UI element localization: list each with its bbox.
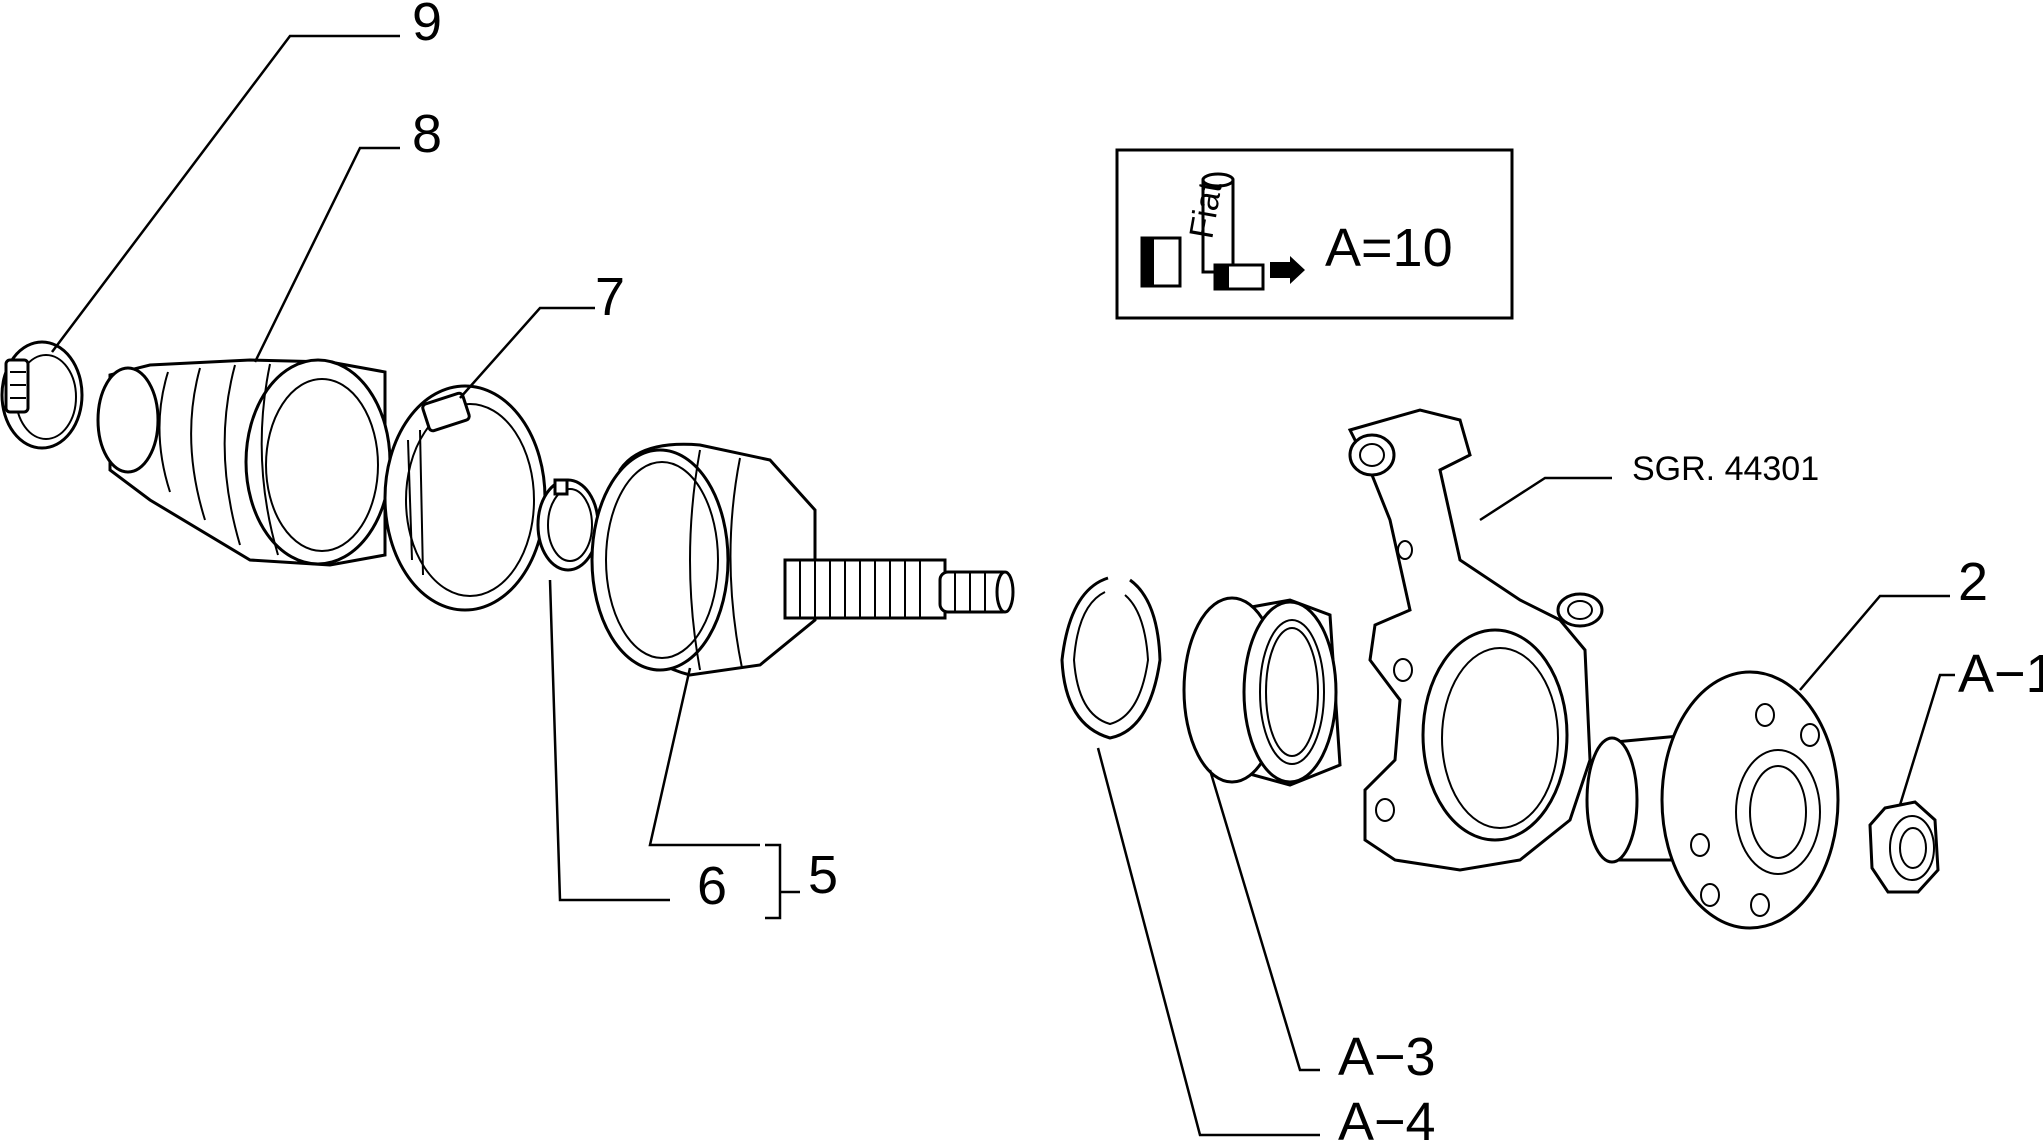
callout-a3: A−3 xyxy=(1338,1027,1436,1087)
part-2-hub xyxy=(1585,670,1840,930)
inset-text: A=10 xyxy=(1325,218,1453,278)
callout-5: 5 xyxy=(808,845,838,905)
tool-inset: Fiat A=10 xyxy=(1115,148,1514,320)
callout-7: 7 xyxy=(595,267,625,327)
part-6-cv-joint xyxy=(590,442,1015,677)
fiat-lubricant-icon: Fiat xyxy=(1140,172,1305,291)
part-8-boot xyxy=(96,358,392,567)
callout-8: 8 xyxy=(412,104,442,164)
callout-9: 9 xyxy=(412,0,442,52)
steering-knuckle xyxy=(1347,408,1604,872)
callout-a1: A−1 xyxy=(1958,644,2043,704)
part-9-clamp xyxy=(0,340,84,450)
callout-2: 2 xyxy=(1958,552,1988,612)
part-a1-nut xyxy=(1868,800,1940,894)
circlip xyxy=(536,478,600,572)
part-a3-bearing xyxy=(1182,596,1342,787)
leader-lines xyxy=(51,34,1955,1137)
callout-a4: A−4 xyxy=(1338,1092,1436,1143)
part-7-clamp xyxy=(383,384,547,612)
part-a4-snap-ring xyxy=(1060,576,1162,740)
callout-6: 6 xyxy=(697,856,727,916)
callout-sgr: SGR. 44301 xyxy=(1632,450,1819,488)
